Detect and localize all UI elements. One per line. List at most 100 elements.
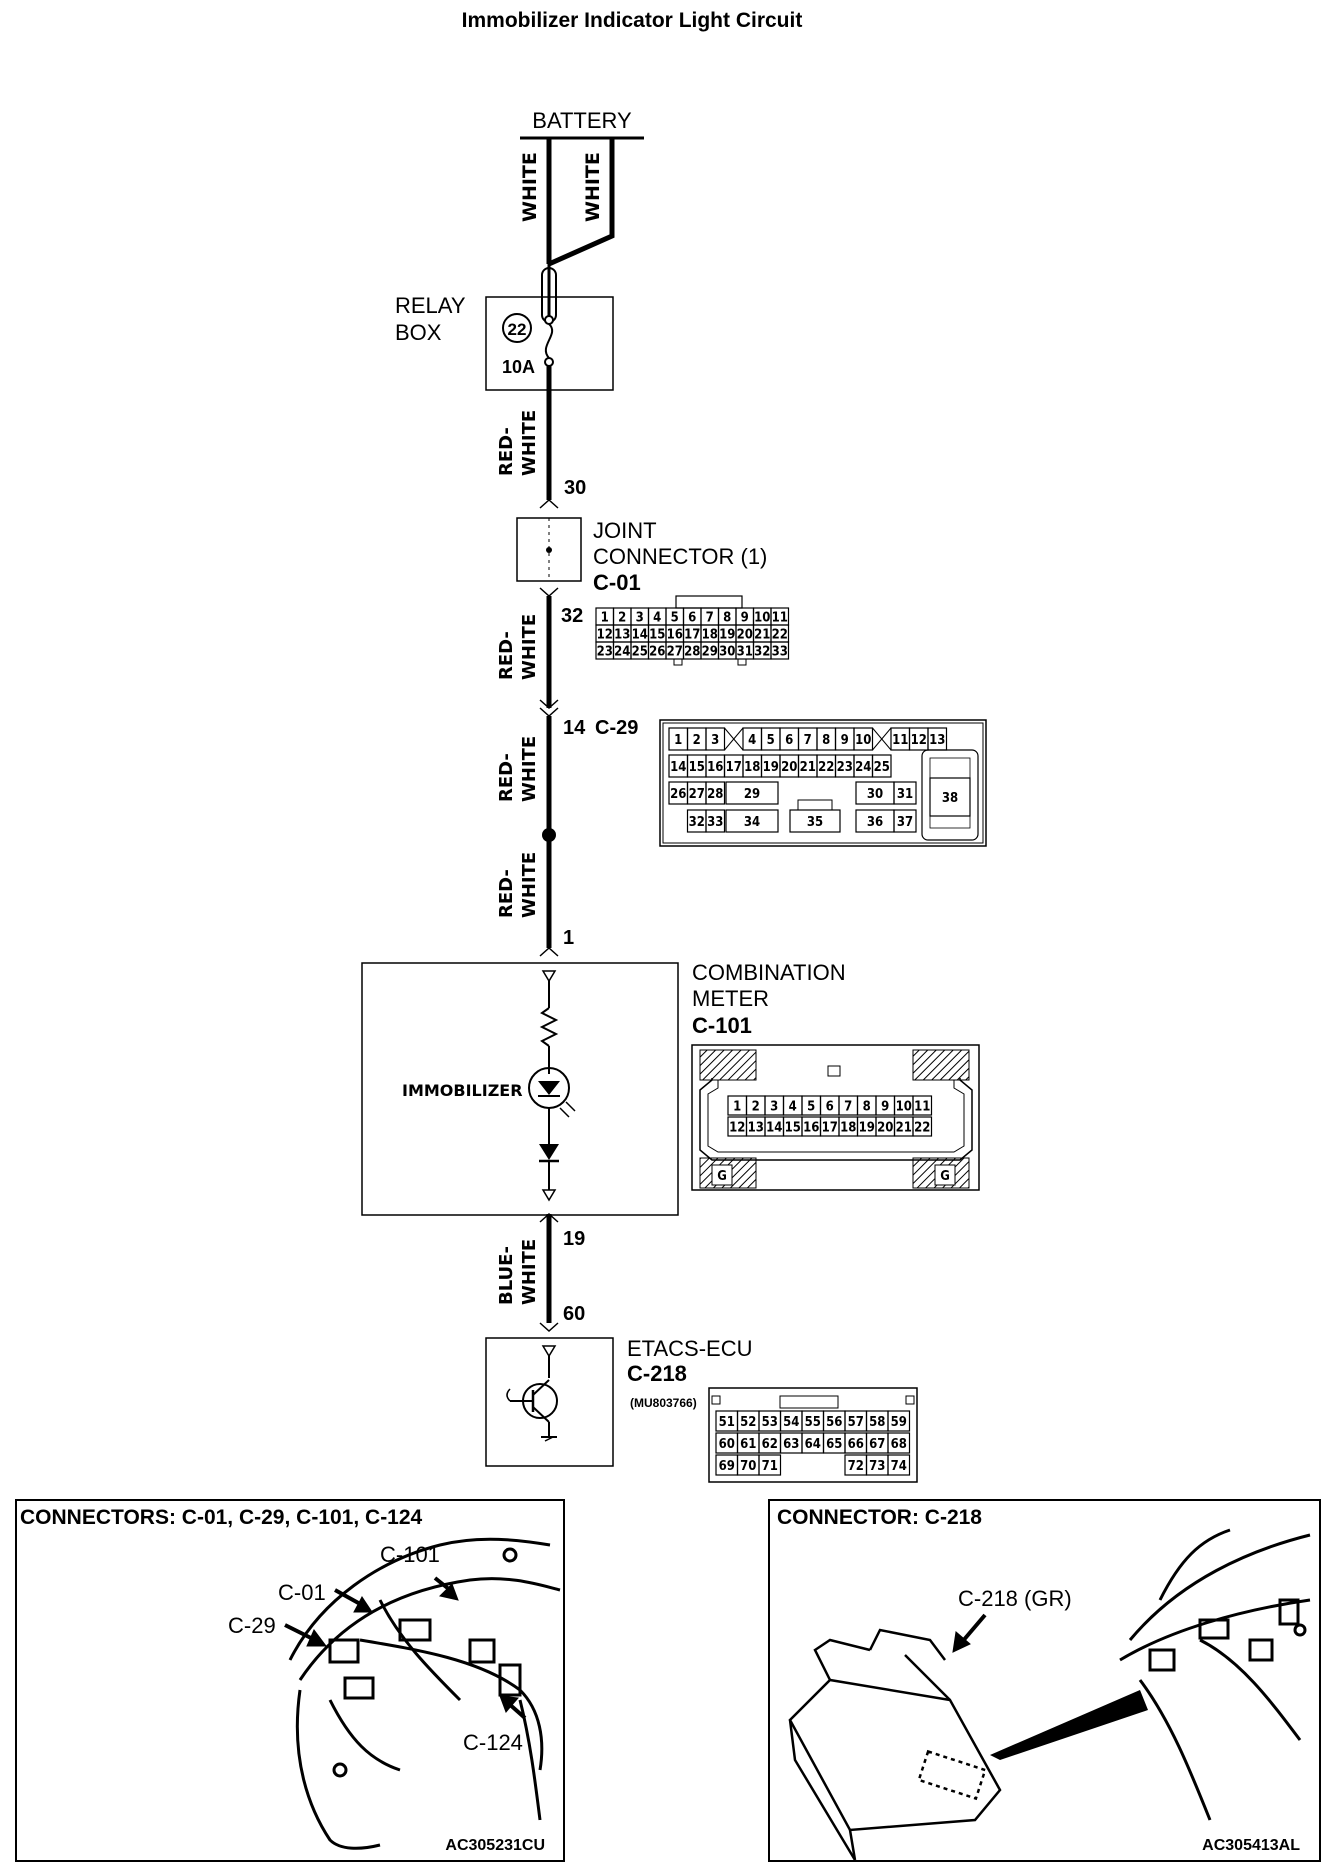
pin-number: 12 (597, 628, 613, 643)
pin-cell (705, 781, 726, 805)
joint-connector-id: C-01 (593, 570, 641, 595)
fuse-rating: 10A (502, 357, 535, 377)
pin-number: 51 (719, 1415, 735, 1430)
pin-number: 7 (804, 733, 812, 748)
pin-number: 14 (632, 628, 648, 643)
pin-number: 23 (837, 760, 853, 775)
pin-number: 8 (822, 733, 830, 748)
pin-number: 22 (772, 628, 788, 643)
pin-number: 23 (597, 645, 613, 660)
pin-number: 3 (636, 611, 644, 626)
immobilizer-indicator-label: IMMOBILIZER (402, 1081, 523, 1100)
pin-number: 24 (614, 645, 630, 660)
diode-icon (539, 1144, 559, 1160)
callout-c218: C-218 (GR) (958, 1586, 1072, 1611)
pin-number: 69 (719, 1459, 735, 1474)
pin-number: 6 (785, 733, 793, 748)
c29-id: C-29 (595, 717, 638, 739)
pin-number: 16 (667, 628, 683, 643)
pin-cell (853, 727, 874, 751)
pin-number: 74 (891, 1459, 907, 1474)
panel-right-title: CONNECTOR: C-218 (777, 1506, 982, 1529)
pin-number: 14 (766, 1121, 782, 1136)
pin-number: 17 (726, 760, 742, 775)
pin-cell (770, 641, 790, 660)
pin-number: 8 (863, 1100, 871, 1115)
joint-connector-label: JOINT (593, 518, 657, 543)
etacs-ecu-box (485, 1337, 614, 1467)
pin-number: 54 (783, 1415, 799, 1430)
ground-pin-label: G (940, 1169, 950, 1184)
fuse-number: 22 (508, 320, 527, 339)
pin-number: 15 (785, 1121, 801, 1136)
pin-number: 11 (892, 733, 908, 748)
pin-number: 66 (848, 1437, 864, 1452)
pin-cell (705, 727, 726, 751)
pin-number: 71 (762, 1459, 778, 1474)
pin-32: 32 (561, 605, 583, 627)
pin-number: 18 (744, 760, 760, 775)
pin-number: 5 (671, 611, 679, 626)
pin-number: 22 (818, 760, 834, 775)
c218-pointer-wedge (990, 1690, 1148, 1760)
pin-number: 21 (754, 628, 770, 643)
pin-number: 20 (781, 760, 797, 775)
pin-number: 28 (707, 787, 723, 802)
pin-number: 33 (772, 645, 788, 660)
combination-meter-id: C-101 (692, 1013, 752, 1038)
pin-number: 7 (844, 1100, 852, 1115)
pin-cell (887, 1454, 911, 1476)
led-icon (538, 1081, 560, 1095)
callout-c29: C-29 (228, 1613, 276, 1638)
wire-label-white-left: WHITE (519, 152, 541, 222)
pin-number: 21 (800, 760, 816, 775)
pin-cell (758, 1454, 782, 1476)
pin-number: 14 (670, 760, 686, 775)
pin-number: 65 (826, 1437, 842, 1452)
pin-number: 19 (719, 628, 735, 643)
pin-cell (705, 809, 726, 833)
pin-number: 13 (748, 1121, 764, 1136)
wire-label-blue-white-a: BLUE- (496, 1246, 517, 1305)
pin-number: 17 (822, 1121, 838, 1136)
pin-number: 2 (752, 1100, 760, 1115)
splice-point (542, 828, 556, 842)
pin-number: 20 (877, 1121, 893, 1136)
pin-number: 4 (789, 1100, 797, 1115)
pin-number: 31 (897, 787, 913, 802)
pin-number: 25 (632, 645, 648, 660)
callout-arrows-left (284, 1576, 527, 1720)
pin-number: 35 (807, 815, 823, 830)
battery-label: BATTERY (532, 108, 632, 133)
pin-number: 2 (618, 611, 626, 626)
pin-number: 58 (869, 1415, 885, 1430)
pin-number: 1 (674, 733, 682, 748)
pin-number: 6 (826, 1100, 834, 1115)
pin-number: 22 (914, 1121, 930, 1136)
pin-number: 1 (733, 1100, 741, 1115)
pin-cell (887, 1432, 911, 1454)
pin-number: 34 (744, 815, 760, 830)
pin-cell (912, 1116, 933, 1137)
wire-label-red-white-4a: RED- (496, 869, 517, 918)
pin-number: 59 (891, 1415, 907, 1430)
panel-right-code: AC305413AL (1202, 1837, 1300, 1854)
svg-text:CONNECTOR (1): CONNECTOR (1) (593, 544, 767, 569)
svg-text:WHITE: WHITE (519, 736, 540, 802)
pin-number: 63 (783, 1437, 799, 1452)
fuse-symbol (544, 323, 554, 359)
etacs-ecu-label: ETACS-ECU (627, 1336, 753, 1361)
pin-number: 16 (803, 1121, 819, 1136)
pin-number: 6 (688, 611, 696, 626)
relay-box-label: RELAY (395, 293, 466, 318)
dashboard-harness-illustration (288, 1537, 561, 1850)
pin-number: 52 (740, 1415, 756, 1430)
dashboard-harness-illustration-right (1119, 1528, 1311, 1821)
pin-number: 8 (723, 611, 731, 626)
pin-number: 17 (684, 628, 700, 643)
pin-number: 29 (702, 645, 718, 660)
